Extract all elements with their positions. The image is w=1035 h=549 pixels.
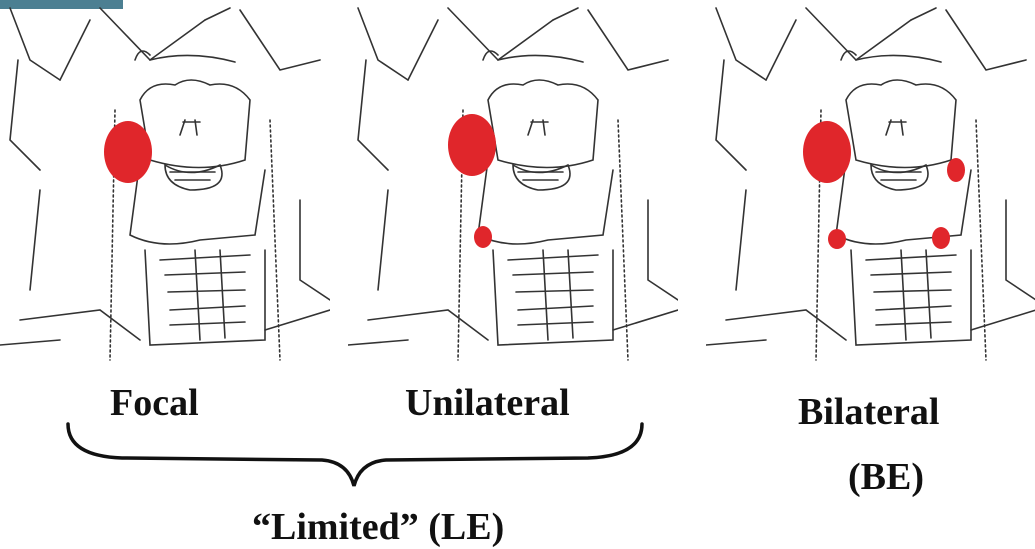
neck-anatomy-icon bbox=[0, 0, 330, 365]
lesion-marker-small bbox=[947, 158, 965, 182]
lesion-marker-large bbox=[448, 114, 496, 176]
panel-unilateral bbox=[348, 0, 678, 365]
neck-anatomy-icon bbox=[348, 0, 678, 365]
lesion-marker-small bbox=[474, 226, 492, 248]
label-unilateral: Unilateral bbox=[405, 384, 570, 422]
lesion-marker-small bbox=[828, 229, 846, 249]
label-bilateral-abbrev: (BE) bbox=[848, 458, 924, 496]
lesion-marker-small bbox=[932, 227, 950, 249]
lesion-marker-large bbox=[104, 121, 152, 183]
label-focal: Focal bbox=[110, 384, 199, 422]
panel-focal bbox=[0, 0, 330, 365]
lesion-marker-large bbox=[803, 121, 851, 183]
label-bilateral: Bilateral bbox=[798, 393, 939, 431]
panel-bilateral bbox=[706, 0, 1035, 365]
neck-anatomy-icon bbox=[706, 0, 1035, 365]
label-limited: “Limited” (LE) bbox=[252, 508, 504, 546]
grouping-brace bbox=[62, 420, 648, 490]
